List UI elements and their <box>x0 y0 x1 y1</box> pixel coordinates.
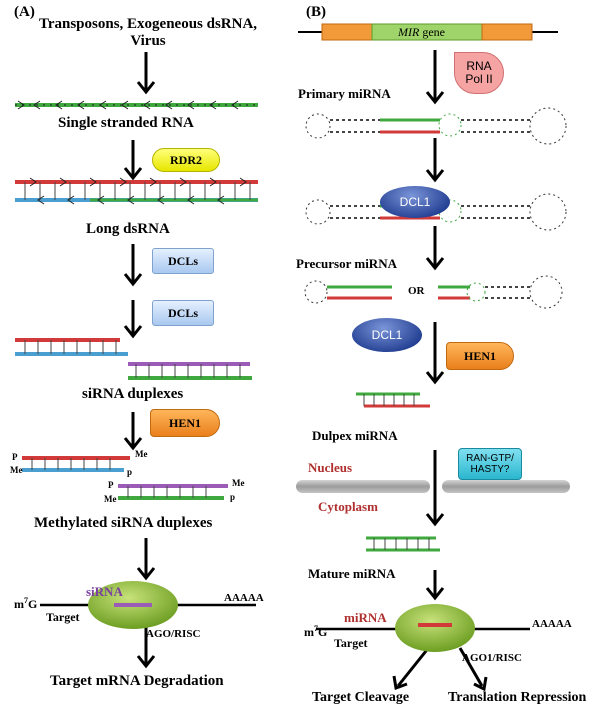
me-label-3: Me <box>232 478 245 488</box>
dcl1-enzyme-b: DCL1 <box>352 318 422 352</box>
primary-mirna-structure <box>305 107 567 145</box>
m7g-label-a: m7G <box>14 596 38 611</box>
precursor-mirna-label: Precursor miRNA <box>296 256 397 271</box>
panel-b-target-complex <box>316 604 530 652</box>
duplex-mirna-label: Dulpex miRNA <box>312 428 398 443</box>
target-cleavage-label: Target Cleavage <box>312 690 410 705</box>
me-label-1: Me <box>135 449 148 459</box>
duplex-mirna-strands <box>356 392 430 408</box>
sirna-duplex-strands <box>15 338 252 380</box>
panel-a-target-complex <box>40 581 256 629</box>
mir-gene <box>298 23 558 41</box>
ssrna-strand <box>15 100 258 110</box>
mir-gene-label: MIR gene <box>398 25 445 39</box>
polya-label-b: AAAAA <box>532 618 572 630</box>
hen1-enzyme-a: HEN1 <box>150 409 220 437</box>
m7g-label-b: m7G <box>304 624 328 639</box>
primary-mirna-label: Primary miRNA <box>298 86 391 101</box>
me-label-4: Me <box>104 494 117 504</box>
methylated-label: Methylated siRNA duplexes <box>34 515 213 531</box>
translation-repression-label: Translation Repression <box>448 690 587 705</box>
sirna-duplexes-label: siRNA duplexes <box>82 386 184 402</box>
ran-gtp-hasty: RAN-GTP/HASTY? <box>458 448 522 480</box>
mirna-label: miRNA <box>344 610 387 625</box>
rdr2-enzyme: RDR2 <box>152 148 220 172</box>
or-label: OR <box>408 285 425 297</box>
methylated-duplex-strands <box>22 456 228 500</box>
polya-label-a: AAAAA <box>224 592 264 604</box>
sources-line1: Transposons, Exogeneous dsRNA, <box>38 16 258 32</box>
panel-a-arrows <box>123 52 156 669</box>
dcls-enzyme-2: DCLs <box>152 300 214 326</box>
ago1-risc-label: AGO1/RISC <box>462 652 522 664</box>
mature-mirna-label: Mature miRNA <box>308 566 396 581</box>
sources-line2: Virus <box>130 33 166 49</box>
panel-b-arrows <box>392 50 488 692</box>
precursor-mirna-structures <box>304 275 563 309</box>
target-label-a: Target <box>46 610 80 624</box>
p-label-4: p <box>230 492 236 502</box>
long-dsrna-strands <box>15 177 258 205</box>
p-label-3: P <box>108 480 114 490</box>
nucleus-label: Nucleus <box>308 460 353 475</box>
sirna-label: siRNA <box>86 584 123 599</box>
mature-mirna-strands <box>366 536 440 552</box>
p-label-1: P <box>12 452 18 462</box>
nuclear-membrane <box>296 480 570 493</box>
target-degradation-label: Target mRNA Degradation <box>50 673 224 689</box>
hen1-enzyme-b: HEN1 <box>446 342 514 370</box>
cytoplasm-label: Cytoplasm <box>318 499 378 514</box>
ssrna-label: Single stranded RNA <box>58 115 194 131</box>
long-dsrna-label: Long dsRNA <box>86 221 170 237</box>
p-label-2: p <box>127 467 133 477</box>
ago-risc-label: AGO/RISC <box>146 628 201 640</box>
me-label-2: Me <box>10 465 23 475</box>
panel-a-label: (A) <box>14 4 35 20</box>
panel-b-label: (B) <box>306 4 326 20</box>
target-label-b: Target <box>334 636 368 650</box>
dcls-enzyme-1: DCLs <box>152 248 214 274</box>
dcl1-enzyme-a: DCL1 <box>380 186 450 218</box>
